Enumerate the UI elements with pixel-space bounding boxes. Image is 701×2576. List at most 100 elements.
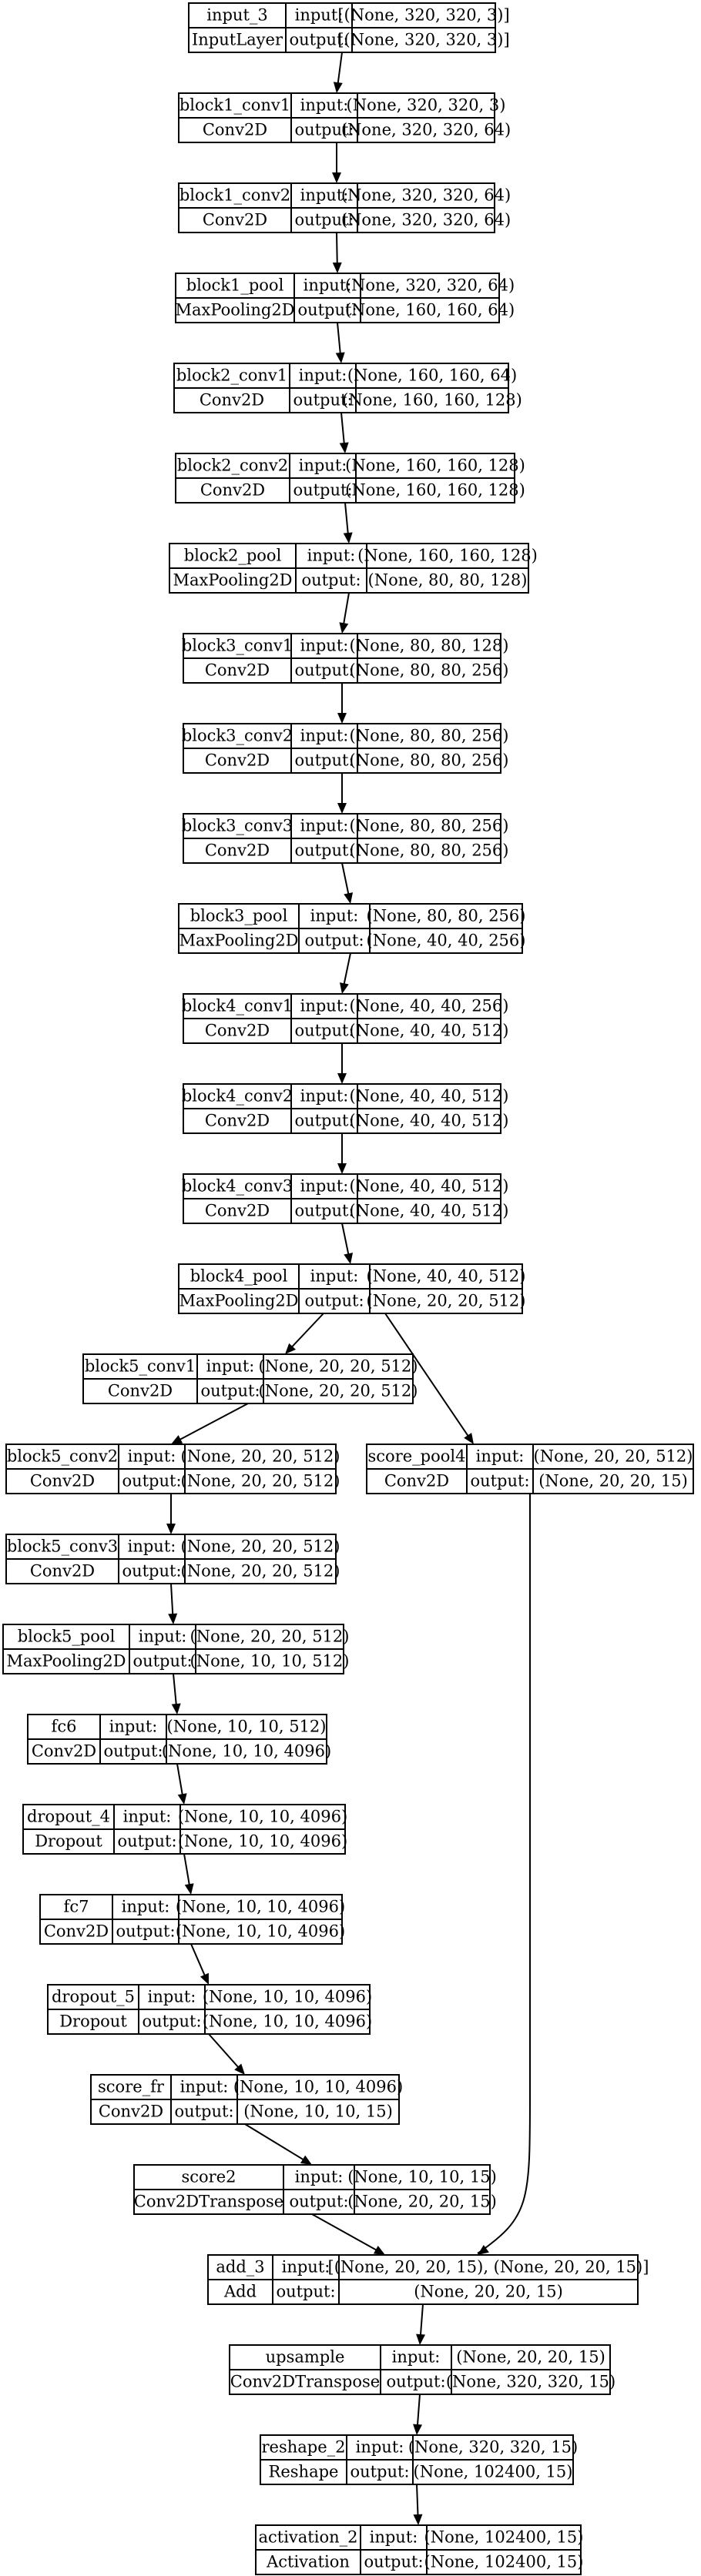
output-label: output: <box>294 211 354 229</box>
layer-type: InputLayer <box>192 31 283 49</box>
arrowhead <box>332 172 341 183</box>
input-label: input: <box>300 817 349 835</box>
arrowhead <box>339 982 349 994</box>
input-label: input: <box>295 2168 344 2186</box>
output-shape: (None, 80, 80, 256) <box>350 841 509 860</box>
edge-block5_conv3-to-block5_pool <box>168 1583 178 1624</box>
layer-name: block1_conv1 <box>179 96 290 115</box>
output-label: output: <box>294 661 354 680</box>
input-shape: (None, 40, 40, 512) <box>350 1087 509 1106</box>
edge-block3_pool-to-block4_conv1 <box>339 952 351 994</box>
output-shape: (None, 10, 10, 4096) <box>176 1922 345 1941</box>
input-shape: (None, 40, 40, 512) <box>350 1177 509 1196</box>
arrowhead <box>337 803 347 814</box>
input-label: input: <box>310 1267 359 1286</box>
arrowhead <box>344 892 354 904</box>
output-label: output: <box>289 31 348 49</box>
output-label: output: <box>174 2103 233 2121</box>
output-shape: (None, 20, 20, 512) <box>367 1292 526 1310</box>
input-shape: (None, 320, 320, 15) <box>408 2438 578 2457</box>
arrowhead <box>478 2244 489 2255</box>
input-label: input: <box>300 727 349 745</box>
input-shape: (None, 10, 10, 4096) <box>176 1898 345 1916</box>
input-shape: (None, 10, 10, 15) <box>347 2168 497 2186</box>
output-label: output: <box>294 751 354 770</box>
edge-block2_conv1-to-block2_conv2 <box>339 412 349 453</box>
output-label: output: <box>297 301 357 319</box>
layer-type: MaxPooling2D <box>175 301 294 319</box>
input-shape: (None, 20, 20, 512) <box>181 1537 340 1556</box>
output-label: output: <box>116 1922 175 1941</box>
input-shape: (None, 20, 20, 512) <box>259 1357 418 1376</box>
edge-line <box>341 1223 350 1256</box>
output-label: output: <box>304 1292 364 1310</box>
output-label: output: <box>293 481 352 500</box>
input-label: input: <box>300 637 349 655</box>
layer-name: block2_conv1 <box>176 366 287 385</box>
edge-line <box>179 1403 249 1441</box>
output-shape: (None, 320, 320, 64) <box>341 121 511 139</box>
output-label: output: <box>470 1472 529 1490</box>
edge-block2_conv2-to-block2_pool <box>343 502 353 544</box>
edge-block5_conv2-to-block5_conv3 <box>166 1494 176 1534</box>
output-label: output: <box>132 1652 192 1671</box>
layer-name: block1_conv2 <box>179 186 290 205</box>
layer-name: input_3 <box>206 6 268 25</box>
arrowhead <box>171 1435 183 1444</box>
edge-block5_pool-to-fc6 <box>171 1673 181 1715</box>
output-shape: (None, 20, 20, 15) <box>538 1472 688 1490</box>
output-shape: (None, 80, 80, 256) <box>350 751 509 770</box>
arrowhead <box>337 1163 347 1174</box>
edge-block3_conv3-to-block3_pool <box>341 862 354 904</box>
layer-type: Conv2D <box>200 481 265 500</box>
input-shape: (None, 10, 10, 4096) <box>233 2078 403 2096</box>
output-shape: (None, 40, 40, 512) <box>350 1022 509 1040</box>
input-label: input: <box>206 1357 255 1376</box>
layer-type: MaxPooling2D <box>179 1292 298 1310</box>
input-label: input: <box>307 547 356 565</box>
arrowhead <box>337 713 347 724</box>
input-shape: (None, 80, 80, 128) <box>350 637 509 655</box>
output-shape: (None, 10, 10, 4096) <box>162 1742 331 1761</box>
edge-block4_conv3-to-block4_pool <box>341 1223 354 1264</box>
edge-block5_conv1-to-block5_conv2 <box>171 1403 249 1444</box>
edge-block1_conv1-to-block1_conv2 <box>332 142 341 183</box>
layer-type: MaxPooling2D <box>173 571 292 590</box>
layer-type: Conv2D <box>44 1922 109 1941</box>
layer-name: score2 <box>181 2168 236 2186</box>
output-label: output: <box>350 2463 409 2481</box>
edge-line <box>384 1313 470 1437</box>
output-label: output: <box>117 1832 176 1851</box>
layer-name: block4_conv2 <box>182 1087 293 1106</box>
layer-name: block5_conv3 <box>7 1537 118 1556</box>
layer-name: block2_pool <box>184 547 282 565</box>
output-label: output: <box>103 1742 163 1761</box>
layer-name: block4_pool <box>190 1267 288 1286</box>
layer-type: Conv2D <box>205 1022 270 1040</box>
layer-name: block4_conv1 <box>182 997 293 1015</box>
input-label: input: <box>304 276 352 295</box>
edge-line <box>244 2123 305 2161</box>
output-shape: (None, 320, 320, 15) <box>446 2373 615 2391</box>
output-shape: (None, 40, 40, 512) <box>350 1202 509 1220</box>
edge-dropout_4-to-fc7 <box>183 1853 194 1895</box>
arrowhead <box>335 352 345 363</box>
edge-line <box>311 2213 378 2252</box>
layer-node-block3_pool: block3_poolMaxPooling2Dinput:output:(Non… <box>178 903 525 954</box>
layer-type: Activation <box>266 2553 350 2571</box>
output-shape: (None, 20, 20, 512) <box>181 1562 340 1581</box>
output-label: output: <box>294 1022 354 1040</box>
arrowhead <box>184 1883 194 1895</box>
output-shape: (None, 160, 160, 128) <box>342 391 522 410</box>
output-label: output: <box>294 1112 354 1130</box>
layer-name: block5_pool <box>18 1628 116 1646</box>
